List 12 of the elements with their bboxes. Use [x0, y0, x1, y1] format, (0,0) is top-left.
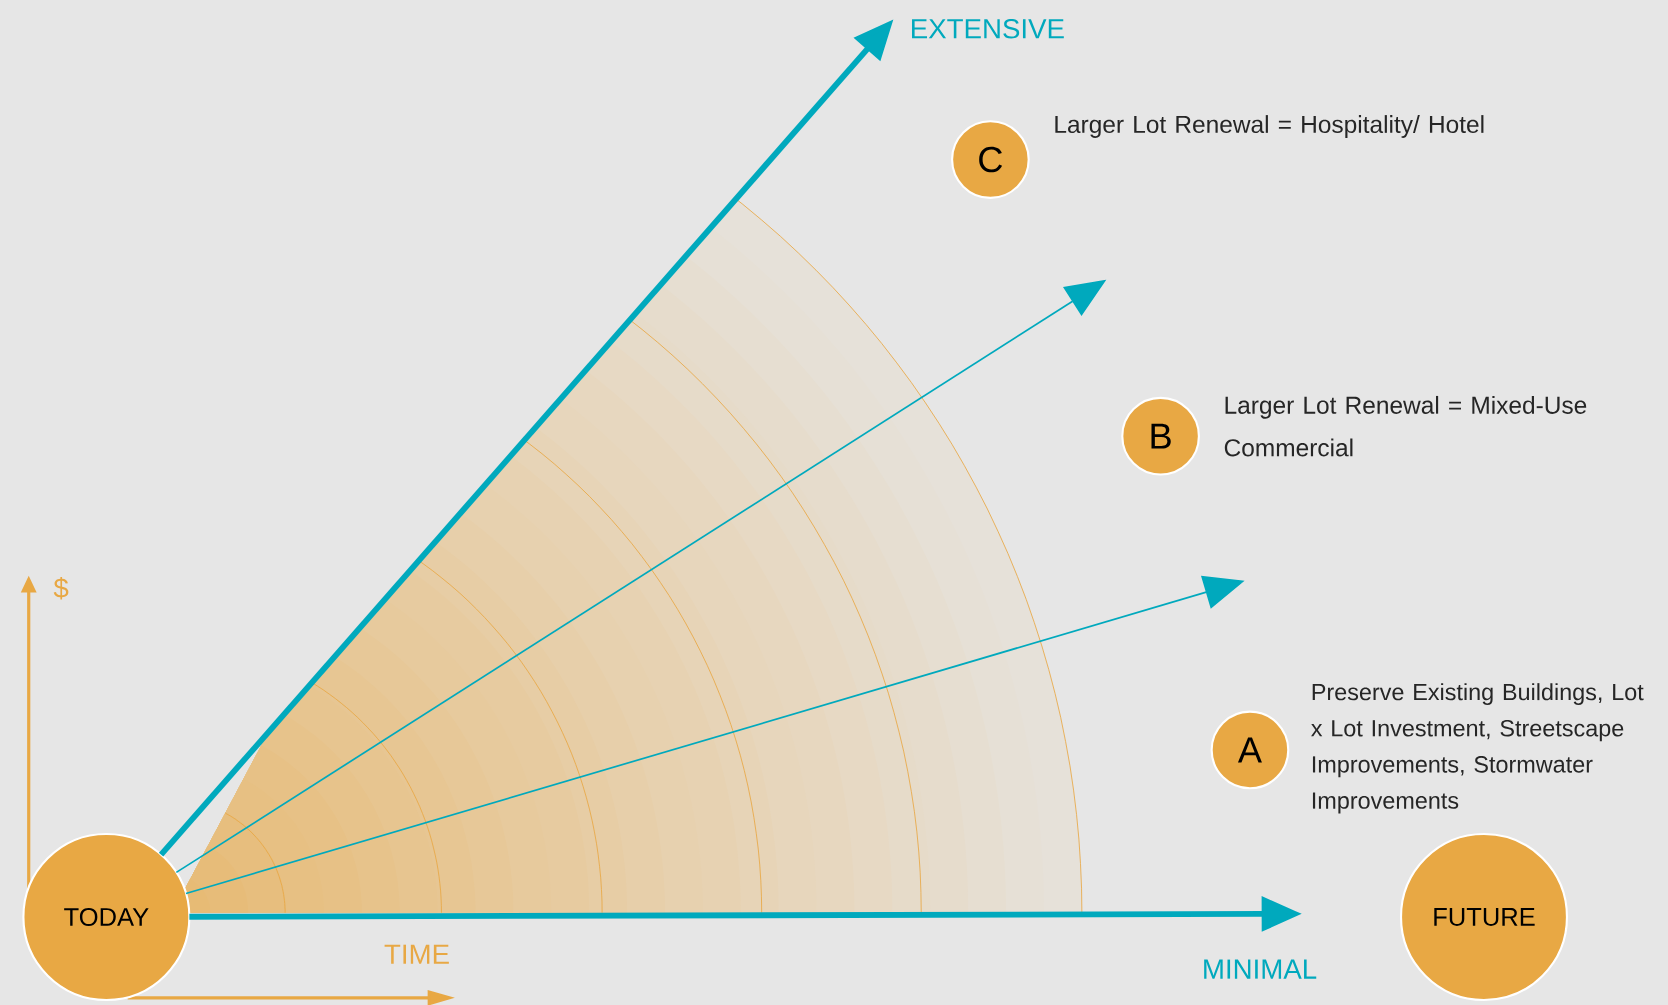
description-text: Preserve Existing Buildings, Lot x Lot Investment, Streetscape Improvements, Stormwater Improvements: [1311, 683, 1644, 814]
axis-label: $: [53, 576, 69, 600]
circle-node: TODAY: [22, 832, 191, 1001]
description-text: Larger Lot Renewal = Mixed-Use Commercial: [1224, 395, 1587, 457]
circle-node: B: [1121, 396, 1200, 476]
circle-node: C: [951, 120, 1030, 199]
axis-label: MINIMAL: [1204, 959, 1317, 979]
axis-label: EXTENSIVE: [912, 18, 1064, 39]
circle-node: FUTURE: [1399, 832, 1569, 1001]
circle-node: A: [1210, 710, 1290, 790]
axis-label: TIME: [384, 944, 449, 964]
description-text: Larger Lot Renewal = Hospitality/ Hotel: [1055, 114, 1484, 138]
